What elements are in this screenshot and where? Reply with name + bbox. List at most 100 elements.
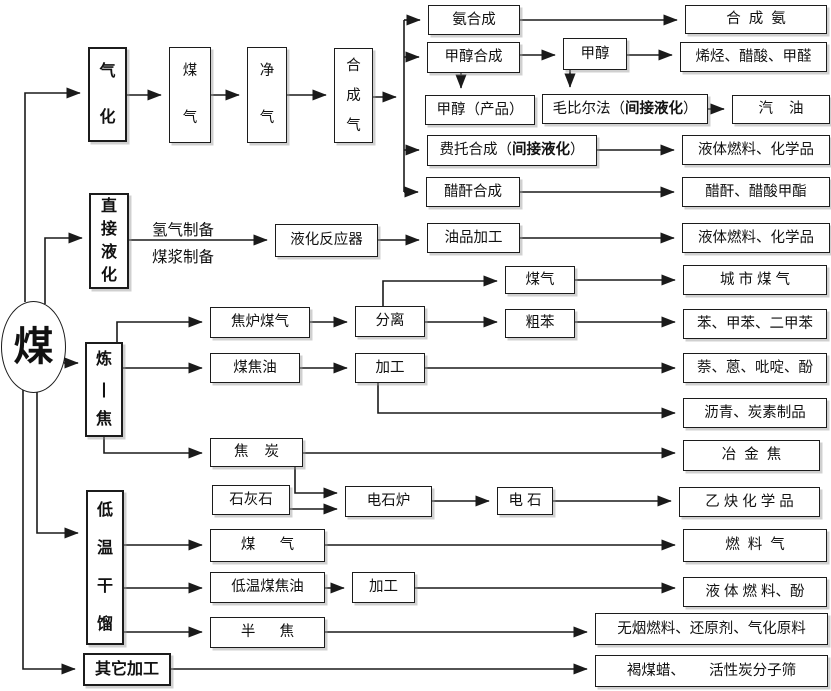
node-coke-label: 焦 炭 [233,444,280,461]
node-liquid-fuel-chem-1: 液体燃料、化学品 [682,135,830,165]
node-city-gas: 城 市 煤 气 [683,265,827,295]
edge-label-slurry-prep-text: 煤浆制备 [152,249,215,266]
node-synthetic-ammonia-label: 合 成 氨 [726,11,786,28]
node-methanol-product: 甲醇（产品） [425,95,535,125]
node-processing-1-label: 加工 [375,359,405,376]
node-liquid-fuel-chem-2: 液体燃料、化学品 [682,223,830,253]
node-other-processing-label: 其它加工 [94,660,159,678]
node-syngas-label: 合 成 气 [346,57,361,134]
node-metallurgical-coke-label: 冶 金 焦 [721,447,782,464]
node-coking: 炼 | 焦 [85,342,123,437]
node-low-temp-coal-tar: 低温煤焦油 [210,572,325,603]
edge-label-slurry-prep: 煤浆制备 [152,245,214,267]
node-carbide-furnace: 电石炉 [345,486,432,517]
node-clean-gas-label: 净 气 [259,63,275,126]
node-crude-benzene-label: 粗苯 [525,315,555,332]
node-carbide: 电 石 [497,487,553,515]
node-limestone: 石灰石 [212,485,290,515]
node-synthetic-ammonia: 合 成 氨 [685,5,827,34]
node-acetylene-chemicals-label: 乙 炔 化 学 品 [705,493,794,510]
node-liquefaction-reactor: 液化反应器 [275,224,378,257]
node-coal-gas-2-label: 煤气 [525,271,555,288]
node-olefins-products: 烯烃、醋酸、甲醛 [680,42,827,72]
node-syngas: 合 成 气 [334,48,373,143]
node-lignite-products-label: 褐煤蜡、 活性炭分子筛 [626,662,797,679]
node-fuel-gas-label: 燃 料 气 [725,537,785,554]
node-separation: 分离 [355,306,425,337]
node-fuel-gas: 燃 料 气 [683,529,827,562]
node-coke-oven-gas-label: 焦炉煤气 [231,314,289,331]
node-fischer-tropsch-post: ） [570,142,585,159]
node-pitch-products-label: 沥青、炭素制品 [704,404,806,421]
node-coal-tar-label: 煤焦油 [233,359,277,376]
node-liquefaction-reactor-label: 液化反应器 [290,232,363,249]
node-methanol: 甲醇 [563,38,627,70]
node-processing-2-label: 加工 [369,579,398,596]
node-pitch-products: 沥青、炭素制品 [683,398,827,428]
node-coal-gas-1: 煤 气 [169,47,211,143]
node-processing-1: 加工 [355,353,425,383]
node-liquid-fuel-phenol: 液 体 燃 料、酚 [683,577,827,607]
node-metallurgical-coke: 冶 金 焦 [683,440,820,471]
node-semi-coke-label: 半 焦 [240,624,295,641]
node-city-gas-label: 城 市 煤 气 [719,271,791,288]
node-fischer-tropsch-bold: 间接液化 [512,142,570,159]
node-direct-liquefaction-label: 直 接 液 化 [100,198,117,284]
node-coking-label: 炼 | 焦 [95,350,112,428]
node-liquid-fuel-chem-1-label: 液体燃料、化学品 [698,141,814,158]
node-carbide-label: 电 石 [508,492,542,509]
node-coal-root-label: 煤 [13,325,54,369]
node-gasoline: 汽 油 [732,95,830,124]
node-fischer-tropsch: 费托合成（间接液化） [427,135,597,166]
node-mobil-process-label: 毛比尔法（ [552,100,626,117]
node-clean-gas: 净 气 [247,47,287,143]
node-low-temp-coal-tar-label: 低温煤焦油 [231,579,304,596]
node-methanol-product-label: 甲醇（产品） [436,101,524,118]
node-gasification: 气 化 [88,47,127,142]
node-liquid-fuel-phenol-label: 液 体 燃 料、酚 [705,583,805,600]
node-smokeless-products: 无烟燃料、还原剂、气化原料 [595,613,828,645]
node-olefins-products-label: 烯烃、醋酸、甲醛 [695,48,812,65]
node-limestone-label: 石灰石 [229,491,273,508]
node-mobil-process-bold: 间接液化 [625,100,683,117]
node-btx-products-label: 苯、甲苯、二甲苯 [697,315,813,332]
node-coal-gas-1-label: 煤 气 [182,63,198,126]
node-separation-label: 分离 [375,313,405,330]
node-coal-root: 煤 [1,301,66,393]
node-coke-oven-gas: 焦炉煤气 [210,307,310,338]
node-coal-gas-3-label: 煤 气 [240,537,295,554]
node-methanol-label: 甲醇 [580,45,610,62]
node-processing-2: 加工 [352,572,415,603]
node-anhydride-products-label: 醋酐、醋酸甲酯 [705,183,807,200]
node-low-temp-carbonization: 低 温 干 馏 [86,490,124,645]
node-crude-benzene: 粗苯 [505,309,575,338]
node-fischer-tropsch-label: 费托合成（ [439,142,513,159]
node-gasoline-label: 汽 油 [758,101,804,118]
node-ammonia-synthesis: 氨合成 [428,5,520,35]
node-oil-processing-label: 油品加工 [444,229,503,246]
node-anhydride-synthesis-label: 醋酐合成 [444,183,502,200]
node-low-temp-carbonization-label: 低 温 干 馏 [96,501,113,633]
node-coal-gas-2: 煤气 [505,266,575,294]
node-anhydride-products: 醋酐、醋酸甲酯 [682,177,830,207]
node-liquid-fuel-chem-2-label: 液体燃料、化学品 [698,229,814,246]
node-coke: 焦 炭 [210,438,303,467]
node-methanol-synthesis: 甲醇合成 [427,42,520,73]
edge-label-hydrogen-prep: 氢气制备 [152,218,214,240]
node-coal-tar: 煤焦油 [210,353,300,383]
node-ammonia-synthesis-label: 氨合成 [452,11,496,28]
node-naphthalene-products-label: 萘、蒽、吡啶、酚 [697,359,813,376]
node-carbide-furnace-label: 电石炉 [366,493,411,510]
node-lignite-products: 褐煤蜡、 活性炭分子筛 [595,655,828,687]
node-mobil-process-post: ） [683,100,698,117]
node-coal-gas-3: 煤 气 [210,529,325,562]
node-naphthalene-products: 萘、蒽、吡啶、酚 [683,353,827,383]
node-anhydride-synthesis: 醋酐合成 [426,177,520,207]
node-smokeless-products-label: 无烟燃料、还原剂、气化原料 [617,620,806,637]
node-btx-products: 苯、甲苯、二甲苯 [683,309,827,339]
edge-label-hydrogen-prep-text: 氢气制备 [152,222,215,239]
node-oil-processing: 油品加工 [427,223,520,253]
node-other-processing: 其它加工 [83,653,171,686]
